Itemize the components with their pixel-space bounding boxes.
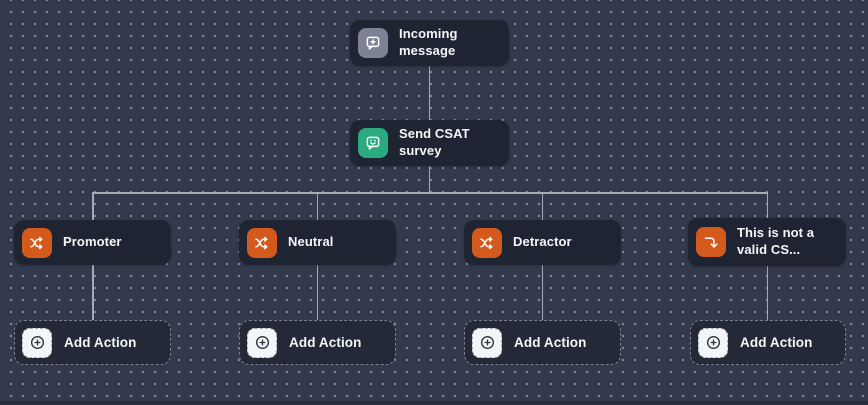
add-action-label: Add Action [514,335,587,350]
node-branch-promoter[interactable]: Promoter [14,220,171,265]
node-branch-invalid-response[interactable]: This is not a valid CS... [688,218,846,266]
message-smile-icon [358,128,388,158]
add-action-button-detractor[interactable]: Add Action [464,320,621,365]
node-label: Promoter [63,234,122,250]
circle-plus-icon [472,327,502,358]
node-incoming-message[interactable]: Incoming message [350,20,509,66]
shuffle-icon [22,227,52,258]
circle-plus-icon [698,327,728,358]
connector-csat-to-rail [428,166,430,193]
circle-plus-icon [247,327,277,358]
connector-neutral-to-action [316,265,318,320]
connector-rail-to-detractor [541,192,543,220]
add-action-label: Add Action [289,335,362,350]
add-action-button-neutral[interactable]: Add Action [239,320,396,365]
node-branch-neutral[interactable]: Neutral [239,220,396,265]
connector-incoming-to-csat [428,66,430,120]
connector-detractor-to-action [541,265,543,320]
node-label: Neutral [288,234,334,250]
node-label: Detractor [513,234,572,250]
message-plus-icon [358,28,388,58]
connector-branch-rail [92,192,767,194]
connector-rail-to-neutral [316,192,318,220]
circle-plus-icon [22,327,52,358]
bottom-edge-bar [0,401,868,405]
node-branch-detractor[interactable]: Detractor [464,220,621,265]
connector-invalid-to-action [766,266,768,320]
node-label: Incoming message [399,26,458,58]
connector-promoter-to-action [92,265,94,320]
node-send-csat-survey[interactable]: Send CSAT survey [350,120,509,166]
node-label: This is not a valid CS... [737,225,815,257]
add-action-label: Add Action [740,335,813,350]
connector-rail-to-invalid [766,192,768,218]
corner-right-down-icon [696,227,726,257]
add-action-label: Add Action [64,335,137,350]
add-action-button-promoter[interactable]: Add Action [14,320,171,365]
connector-rail-to-promoter [92,192,94,220]
node-label: Send CSAT survey [399,126,470,158]
shuffle-icon [472,227,502,258]
shuffle-icon [247,227,277,258]
add-action-button-invalid[interactable]: Add Action [690,320,846,365]
